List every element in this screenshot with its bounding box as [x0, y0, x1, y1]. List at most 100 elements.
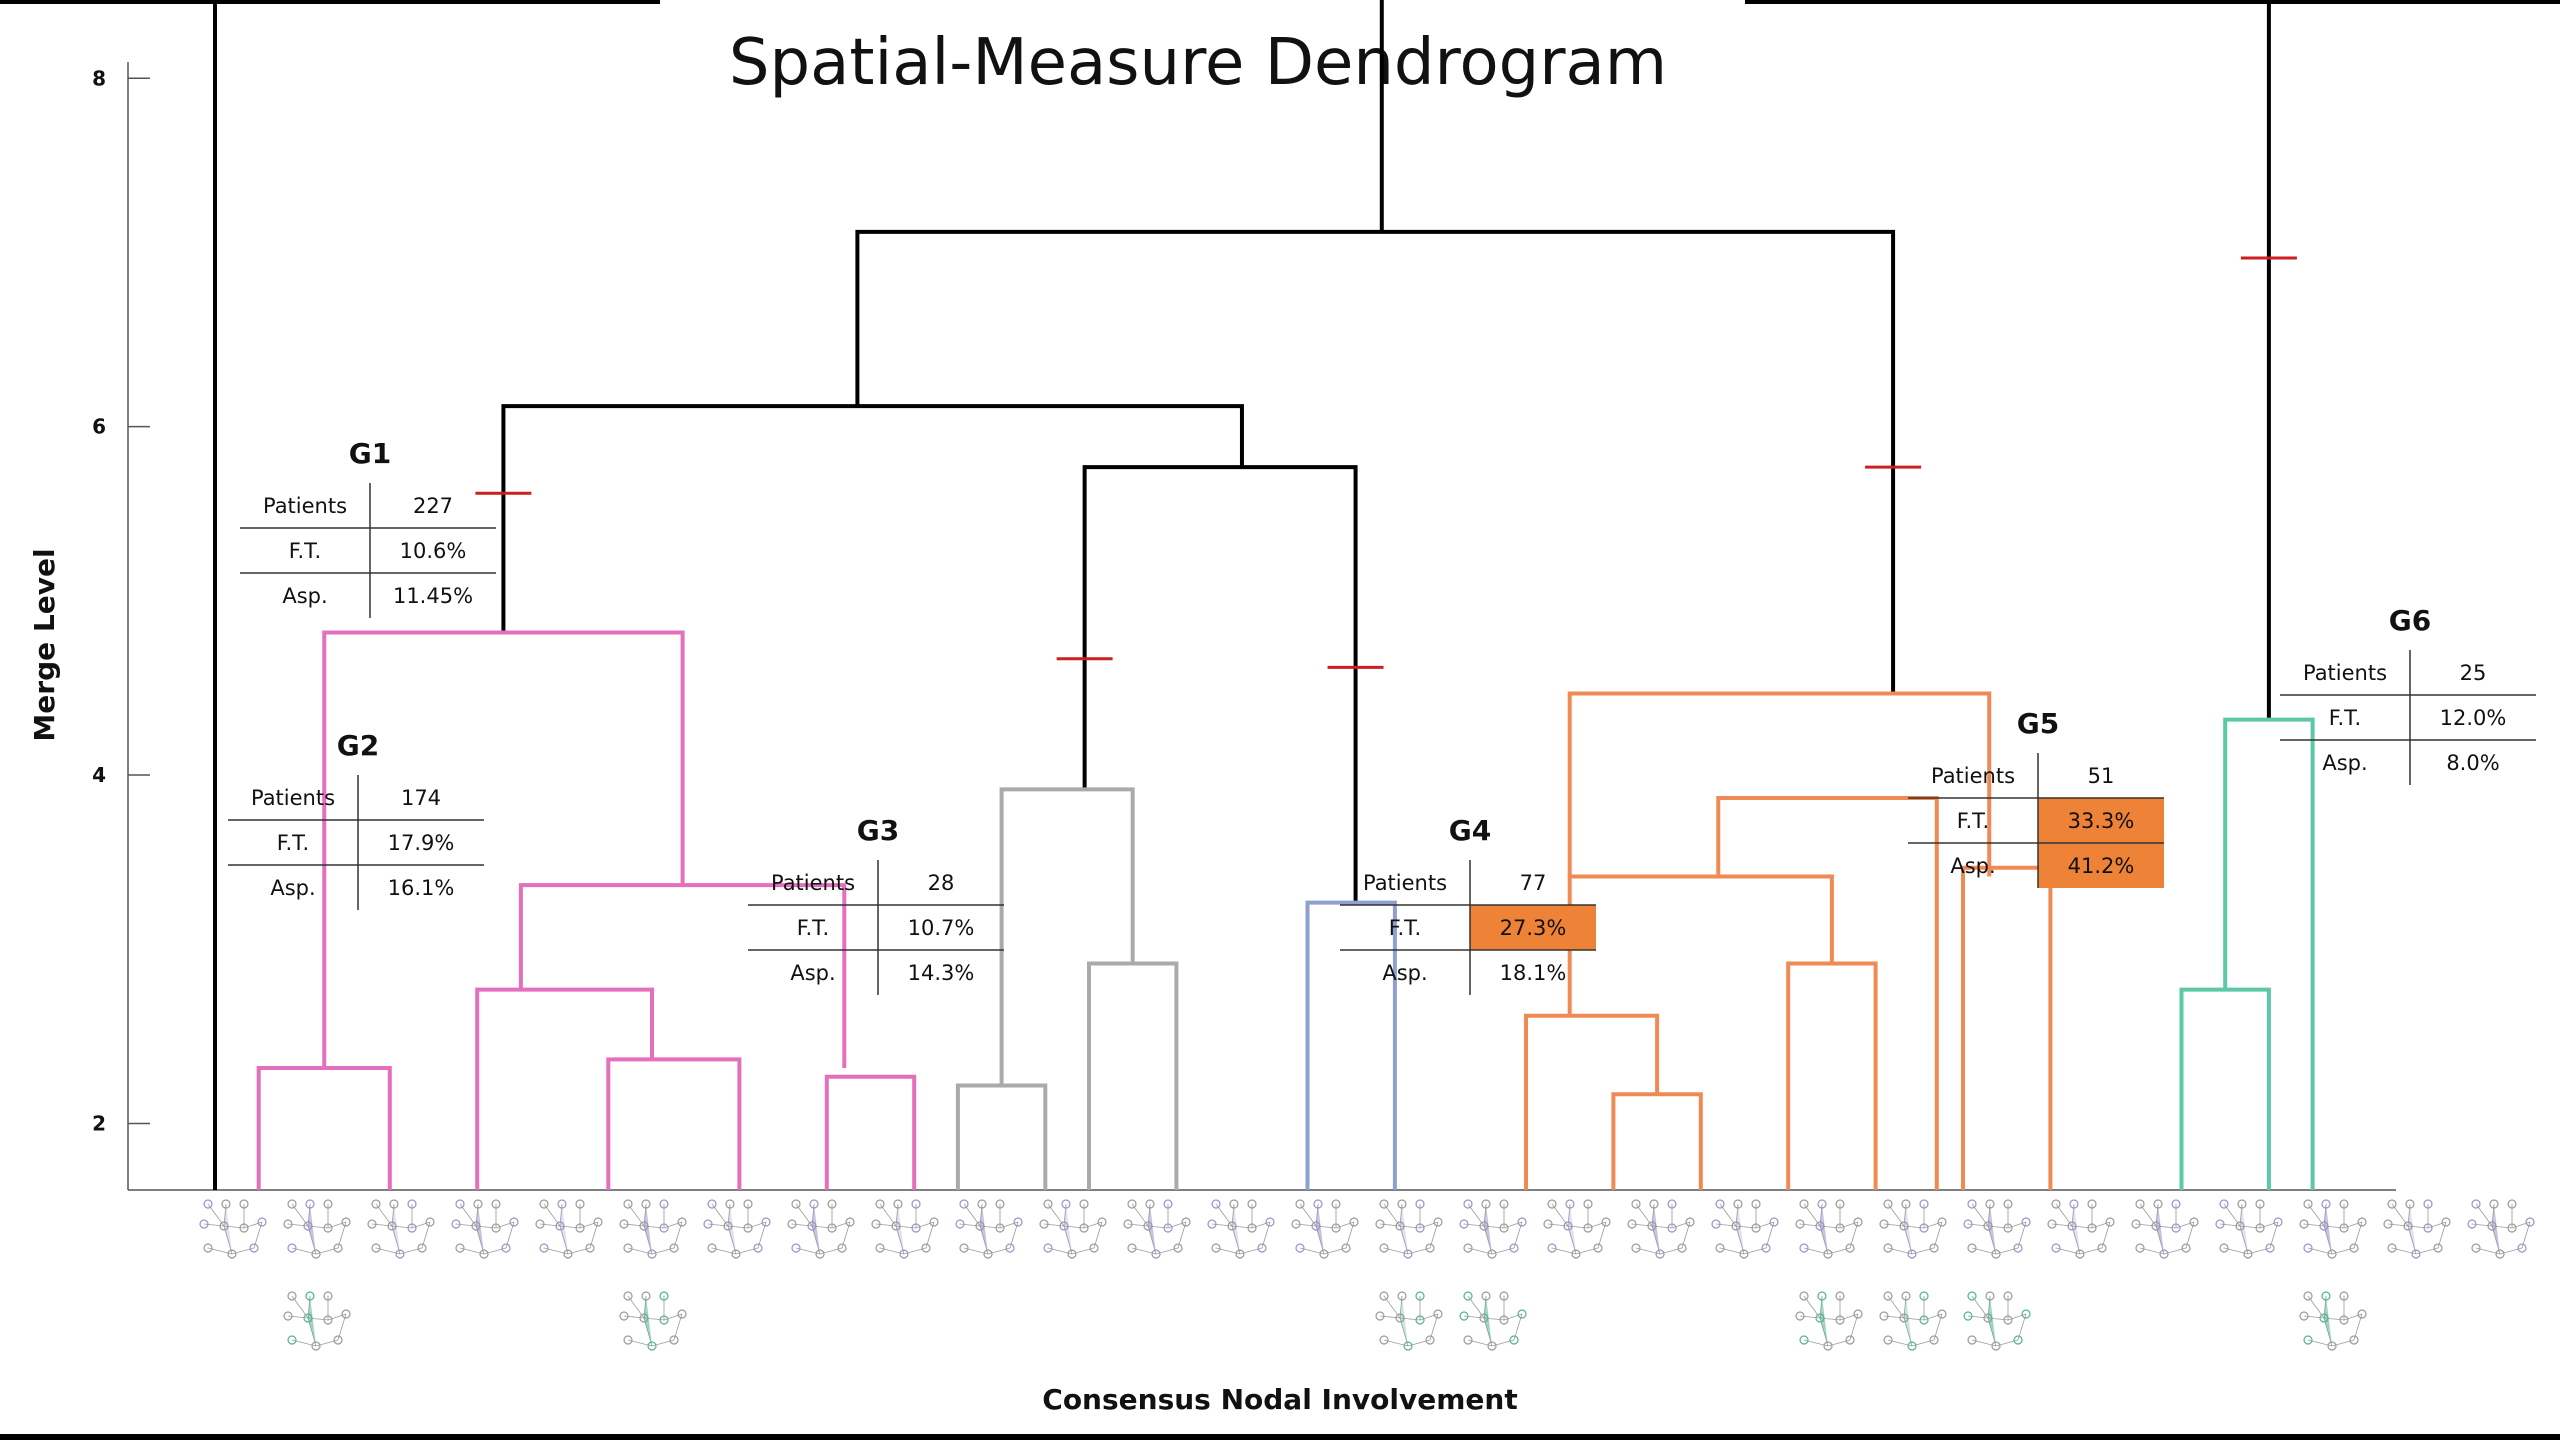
leaf-edge — [651, 1339, 675, 1347]
leaf-edge — [623, 1315, 645, 1319]
leaf-edge — [627, 1295, 645, 1319]
group-title: G5 — [2017, 707, 2059, 740]
top-border-left — [0, 0, 660, 4]
leaf-edge — [1719, 1247, 1745, 1255]
dendrogram-link — [2223, 717, 2315, 1190]
leaf-highlight-region — [644, 1204, 652, 1254]
dendrogram-link — [475, 987, 654, 1190]
leaf-edge — [1971, 1295, 1989, 1319]
dendrogram-link — [1567, 874, 1834, 1016]
leaf-edge — [1131, 1247, 1157, 1255]
table-row-value: 8.0% — [2446, 751, 2499, 775]
leaf-highlight-region — [1064, 1204, 1072, 1254]
leaf-edge — [1799, 1315, 1821, 1319]
leaf-edge — [1383, 1247, 1409, 1255]
leaf-edge — [1681, 1221, 1691, 1249]
leaf-network-diagram — [955, 1199, 1023, 1259]
leaf-edge — [1167, 1221, 1187, 1229]
leaf-highlight-region — [560, 1204, 568, 1254]
leaf-edge — [915, 1221, 935, 1229]
leaf-edge — [1261, 1221, 1271, 1249]
leaf-edge — [1467, 1247, 1493, 1255]
leaf-edge — [1765, 1221, 1775, 1249]
leaf-edge — [207, 1203, 225, 1227]
leaf-edge — [1995, 1339, 2019, 1347]
leaf-highlight-region — [2240, 1204, 2248, 1254]
table-row-label: Asp. — [2322, 751, 2367, 775]
leaf-edge — [421, 1221, 431, 1249]
table-row-label: Asp. — [1950, 854, 1995, 878]
leaf-edge — [1503, 1221, 1523, 1229]
leaf-edge — [2239, 1225, 2261, 1229]
leaf-edge — [2055, 1203, 2073, 1227]
leaf-highlight-region — [1568, 1204, 1576, 1254]
leaf-edge — [2139, 1203, 2157, 1227]
leaf-edge — [2407, 1203, 2411, 1227]
leaf-edge — [1967, 1223, 1989, 1227]
leaf-edge — [987, 1247, 1011, 1255]
leaf-edge — [623, 1223, 645, 1227]
leaf-node-diagrams — [199, 1199, 2535, 1351]
leaf-edge — [1063, 1225, 1085, 1229]
leaf-edge — [291, 1339, 317, 1347]
leaf-edge — [243, 1221, 263, 1229]
leaf-edge — [1419, 1221, 1439, 1229]
leaf-edge — [1467, 1339, 1493, 1347]
leaf-edge — [1883, 1315, 1905, 1319]
leaf-edge — [1803, 1339, 1829, 1347]
leaf-edge — [2387, 1223, 2409, 1227]
leaf-edge — [2353, 1221, 2363, 1249]
leaf-network-diagram — [1543, 1199, 1611, 1259]
leaf-edge — [1911, 1339, 1935, 1347]
dendrogram-link — [1716, 796, 1939, 1190]
leaf-highlight-region — [1316, 1204, 1324, 1254]
leaf-edge — [1215, 1247, 1241, 1255]
leaf-edge — [315, 1339, 339, 1347]
leaf-edge — [895, 1225, 905, 1255]
leaf-network-diagram — [1459, 1291, 1527, 1351]
leaf-edge — [1839, 1221, 1859, 1229]
leaf-edge — [2139, 1247, 2165, 1255]
table-row-value: 10.7% — [908, 916, 975, 940]
leaf-highlight-region — [476, 1204, 484, 1254]
leaf-edge — [1063, 1225, 1073, 1255]
dendrogram-link — [1082, 465, 1358, 903]
leaf-edge — [1231, 1225, 1241, 1255]
table-row-label: F.T. — [277, 831, 309, 855]
leaf-edge — [291, 1247, 317, 1255]
leaf-network-diagram — [1795, 1199, 1863, 1259]
group-title: G6 — [2389, 604, 2431, 637]
leaf-edge — [673, 1221, 683, 1249]
leaf-edge — [2391, 1247, 2417, 1255]
leaf-edge — [1659, 1247, 1683, 1255]
leaf-edge — [1827, 1339, 1851, 1347]
leaf-edge — [1551, 1203, 1569, 1227]
dendrogram-link — [1611, 1092, 1703, 1190]
table-row-label: Asp. — [282, 584, 327, 608]
leaf-network-diagram — [787, 1199, 855, 1259]
table-row-value: 10.6% — [400, 539, 467, 563]
group-title: G1 — [349, 437, 391, 470]
leaf-highlight-region — [812, 1204, 820, 1254]
table-row-value: 51 — [2088, 764, 2115, 788]
leaf-network-diagram — [535, 1199, 603, 1259]
leaf-edge — [963, 1203, 981, 1227]
leaf-edge — [879, 1247, 905, 1255]
leaf-edge — [2307, 1295, 2325, 1319]
dendrogram-link — [1305, 900, 1397, 1190]
leaf-edge — [2247, 1247, 2271, 1255]
leaf-edge — [2259, 1221, 2279, 1229]
leaf-edge — [1467, 1203, 1485, 1227]
leaf-edge — [1923, 1313, 1943, 1321]
leaf-edge — [375, 1203, 393, 1227]
leaf-edge — [253, 1221, 263, 1249]
leaf-edge — [2101, 1221, 2111, 1249]
leaf-edge — [559, 1203, 563, 1227]
leaf-highlight-region — [644, 1296, 652, 1346]
leaf-edge — [1903, 1317, 1925, 1321]
leaf-edge — [1903, 1225, 1913, 1255]
leaf-highlight-region — [728, 1204, 736, 1254]
leaf-edge — [1215, 1203, 1233, 1227]
